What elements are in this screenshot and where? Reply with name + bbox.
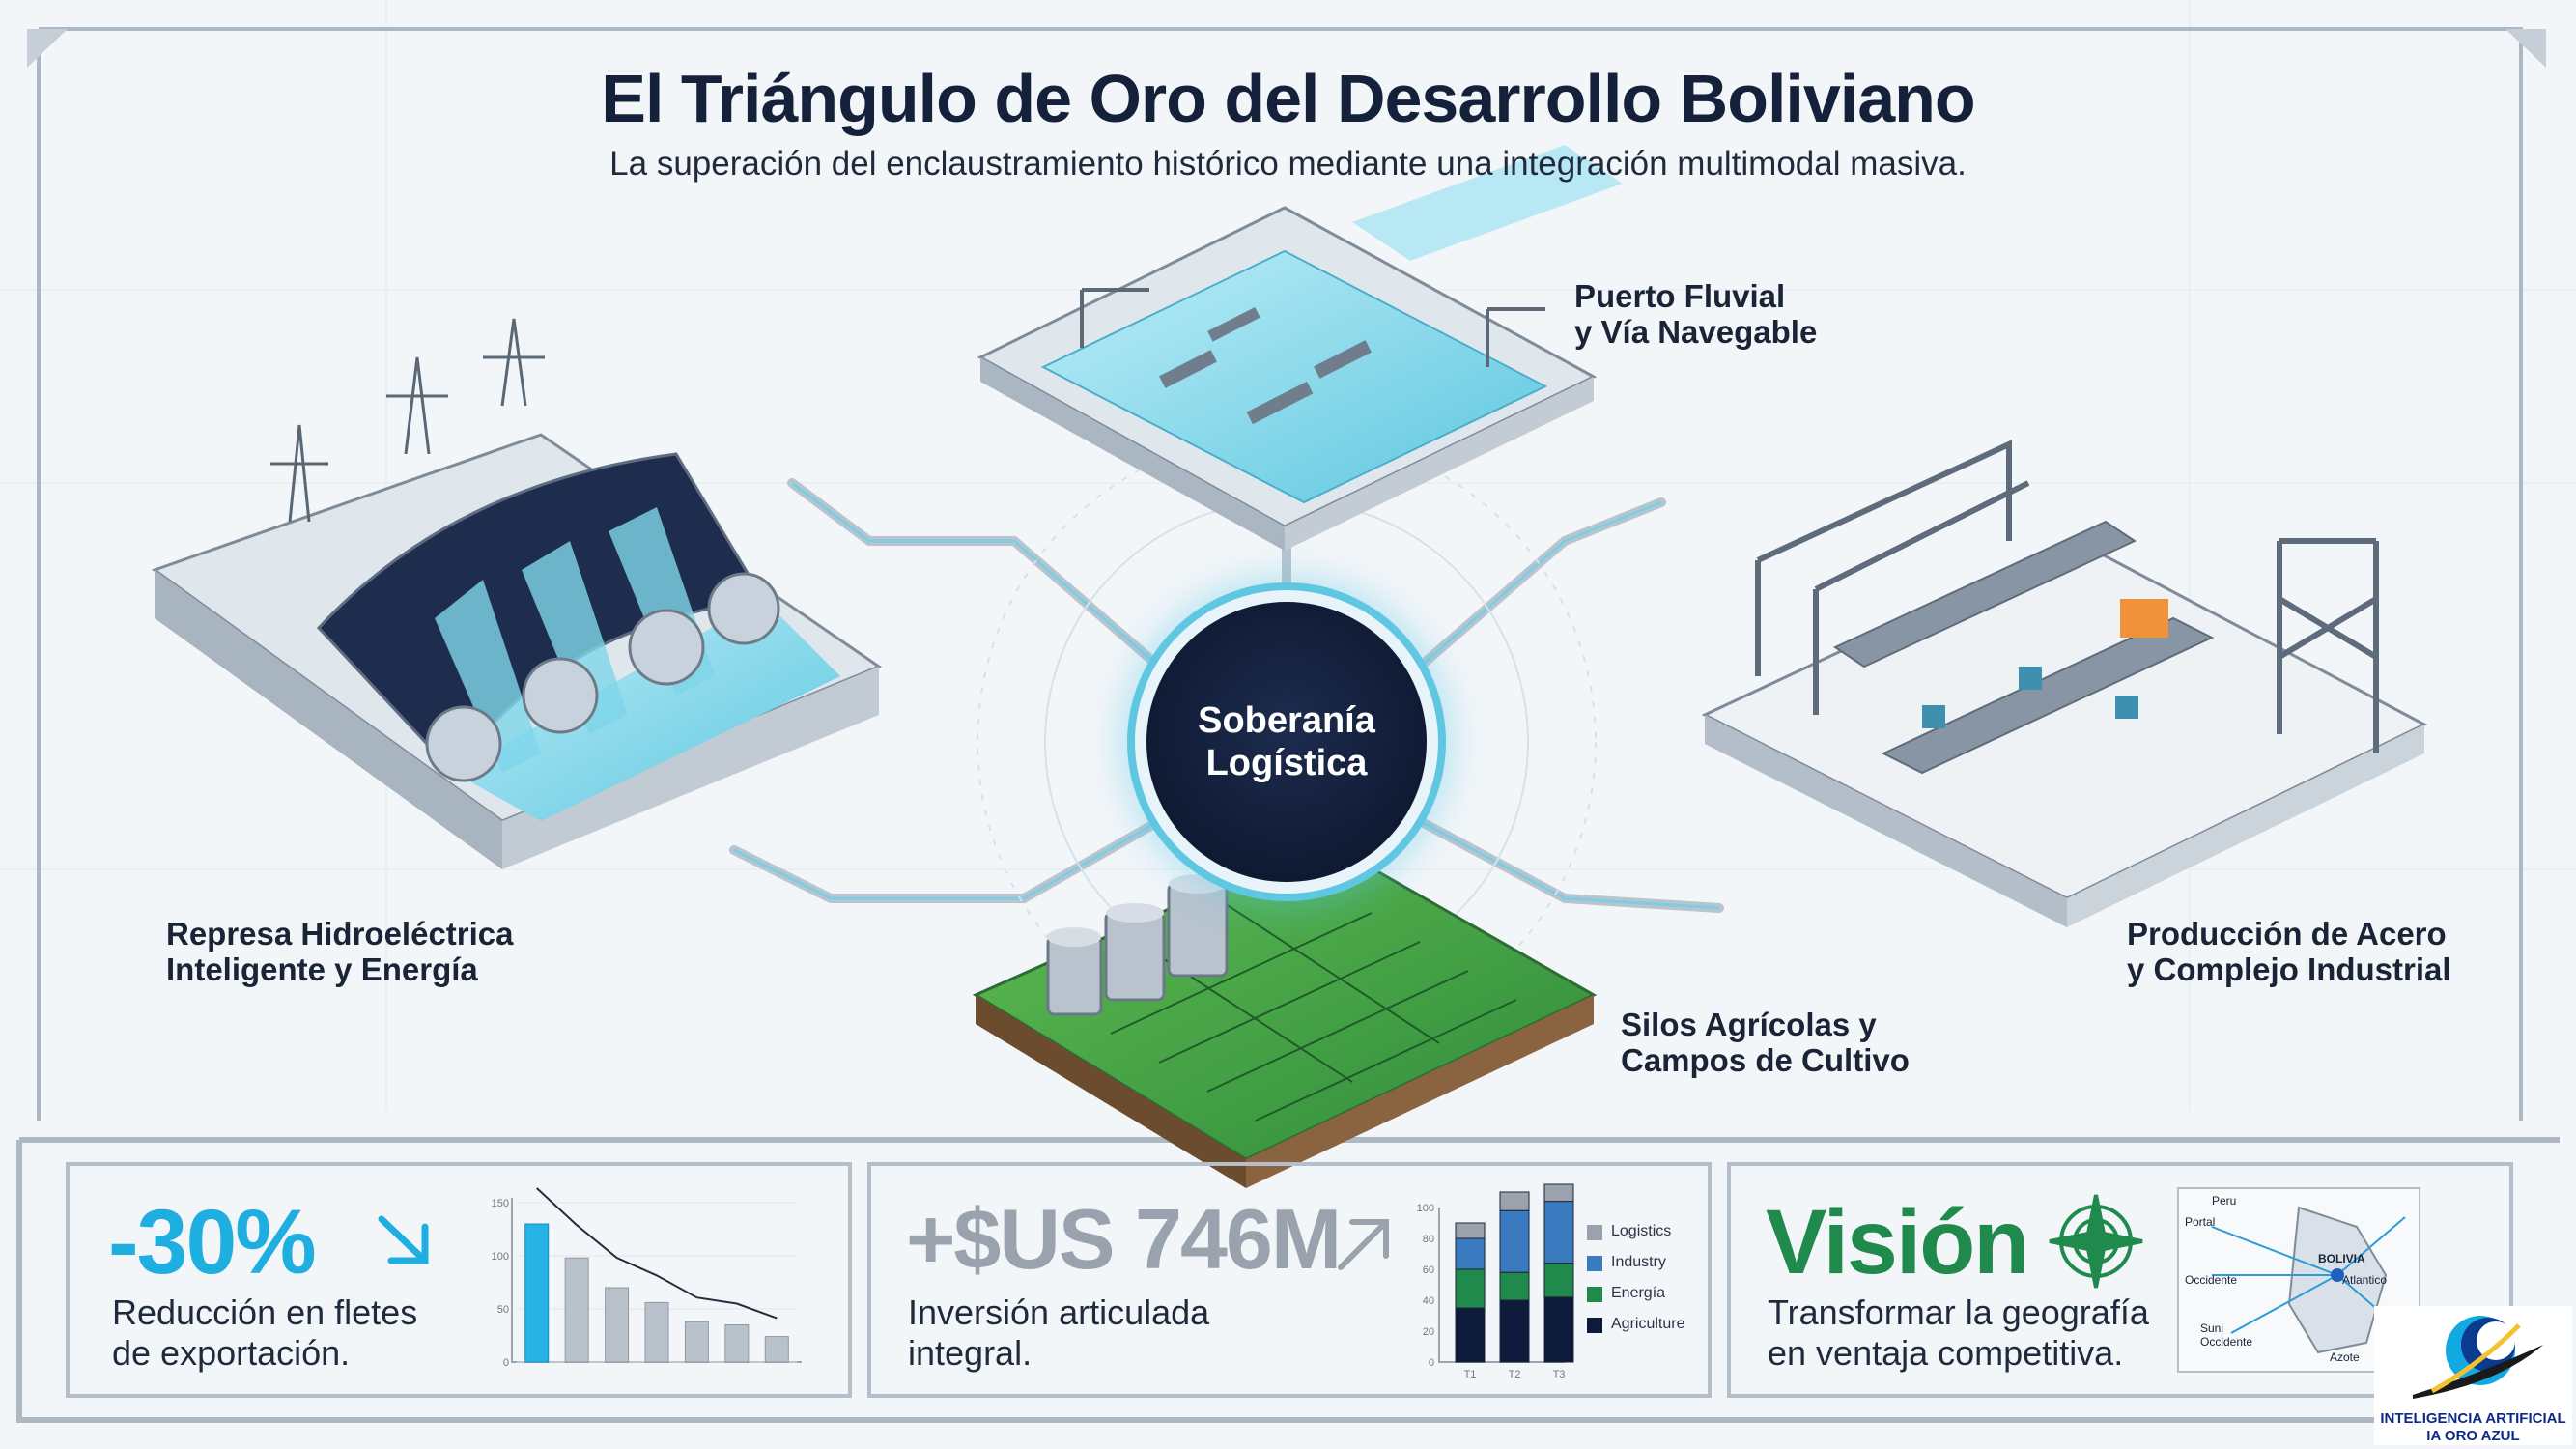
stacked-bar-segment: [1543, 1183, 1574, 1203]
bar: [684, 1321, 709, 1363]
legend-swatch: [1587, 1225, 1602, 1240]
up-arrow-icon: [1338, 1219, 1389, 1270]
port-label: Puerto Fluvial y Vía Navegable: [1574, 278, 1817, 350]
silos-fields-illustration: [972, 838, 1598, 1188]
tick-label: 0: [503, 1357, 509, 1369]
steel-label-line1: Producción de Acero: [2127, 916, 2447, 952]
map-label: Suni Occidente: [2200, 1321, 2253, 1349]
tick-label: 100: [1417, 1203, 1434, 1214]
steel-label-line2: y Complejo Industrial: [2127, 952, 2451, 987]
map-label: BOLIVIA: [2318, 1252, 2365, 1265]
stacked-bar-segment: [1499, 1271, 1530, 1301]
legend-swatch: [1587, 1318, 1602, 1333]
bar: [644, 1301, 669, 1363]
investment-desc-line1: Inversión articulada: [908, 1293, 1210, 1332]
tick-label: 80: [1423, 1234, 1434, 1245]
legend-item: Energía: [1611, 1285, 1666, 1301]
freight-chart: 0 50 100 150: [492, 1187, 802, 1369]
legend-item: Logistics: [1611, 1223, 1672, 1239]
hydro-dam-illustration: [151, 318, 883, 869]
legend-swatch: [1587, 1256, 1602, 1271]
stacked-bar-segment: [1543, 1201, 1574, 1264]
logo-line1: INTELIGENCIA ARTIFICIAL: [2380, 1410, 2566, 1427]
bar: [605, 1287, 630, 1363]
freight-stat-desc: Reducción en fletes de exportación.: [112, 1293, 417, 1374]
page-subtitle: La superación del enclaustramiento histó…: [609, 145, 1967, 183]
tick-label: T1: [1464, 1369, 1477, 1380]
river-port-illustration: [977, 145, 1623, 551]
tick-label: 150: [492, 1198, 509, 1209]
bar: [724, 1324, 750, 1363]
vision-stat-desc: Transformar la geografía en ventaja comp…: [1768, 1293, 2149, 1374]
map-label: Atlantico: [2342, 1273, 2388, 1287]
hub-circle: Soberanía Logística: [1146, 602, 1427, 882]
brand-logo: INTELIGENCIA ARTIFICIAL IA ORO AZUL: [2374, 1306, 2572, 1445]
map-label: Portal: [2185, 1215, 2216, 1229]
tick-label: 100: [492, 1251, 509, 1263]
bar: [764, 1336, 789, 1363]
stacked-bar-segment: [1455, 1268, 1486, 1309]
bar: [564, 1257, 589, 1363]
silos-label-line1: Silos Agrícolas y: [1621, 1007, 1877, 1042]
dam-label-line1: Represa Hidroeléctrica: [166, 916, 514, 952]
investment-desc-line2: integral.: [908, 1333, 1033, 1373]
stacked-bar-segment: [1543, 1296, 1574, 1363]
stacked-bar-segment: [1455, 1237, 1486, 1270]
tick-label: 60: [1423, 1264, 1434, 1276]
stacked-bar-segment: [1499, 1299, 1530, 1363]
tick-label: 0: [1429, 1357, 1434, 1369]
freight-desc-line2: de exportación.: [112, 1333, 351, 1373]
vision-stat-value: Visión: [1766, 1191, 2029, 1293]
investment-stat-value: +$US 746M: [906, 1191, 1342, 1287]
silos-label: Silos Agrícolas y Campos de Cultivo: [1621, 1007, 1910, 1078]
stacked-bar-segment: [1543, 1263, 1574, 1298]
stacked-bar-segment: [1455, 1307, 1486, 1363]
steel-label: Producción de Acero y Complejo Industria…: [2127, 916, 2451, 987]
investment-stat-desc: Inversión articulada integral.: [908, 1293, 1209, 1374]
dam-label-line2: Inteligente y Energía: [166, 952, 478, 987]
tick-label: 40: [1423, 1295, 1434, 1307]
stacked-bar-segment: [1499, 1191, 1530, 1211]
silos-label-line2: Campos de Cultivo: [1621, 1042, 1910, 1078]
legend-swatch: [1587, 1287, 1602, 1302]
tick-label: 50: [497, 1304, 509, 1316]
logo-mark-icon: [2413, 1316, 2543, 1399]
vision-desc-line1: Transformar la geografía: [1768, 1293, 2149, 1332]
map-label: Azote: [2330, 1350, 2360, 1364]
tick-label: T2: [1509, 1369, 1521, 1380]
stacked-bar-segment: [1499, 1209, 1530, 1273]
page-title: El Triángulo de Oro del Desarrollo Boliv…: [601, 61, 1975, 136]
port-label-line1: Puerto Fluvial: [1574, 278, 1786, 314]
trend-line: [536, 1187, 778, 1320]
freight-stat-value: -30%: [108, 1191, 317, 1293]
tick-label: T3: [1553, 1369, 1566, 1380]
freight-desc-line1: Reducción en fletes: [112, 1293, 418, 1332]
map-label: Occidente: [2185, 1273, 2238, 1287]
dam-label: Represa Hidroeléctrica Inteligente y Ene…: [166, 916, 514, 987]
stacked-bar-segment: [1455, 1222, 1486, 1239]
hub-label: Soberanía Logística: [1198, 700, 1375, 783]
compass-icon: [2049, 1194, 2143, 1289]
legend-item: Industry: [1611, 1254, 1666, 1270]
vision-desc-line2: en ventaja competitiva.: [1768, 1333, 2124, 1373]
bar: [524, 1223, 550, 1363]
tick-label: 20: [1423, 1326, 1434, 1338]
legend-item: Agriculture: [1611, 1316, 1685, 1332]
steel-complex-illustration: [1701, 440, 2428, 927]
port-label-line2: y Vía Navegable: [1574, 314, 1818, 350]
logo-line2: IA ORO AZUL: [2426, 1428, 2520, 1444]
map-label: Peru: [2212, 1194, 2237, 1208]
down-arrow-icon: [378, 1215, 429, 1264]
